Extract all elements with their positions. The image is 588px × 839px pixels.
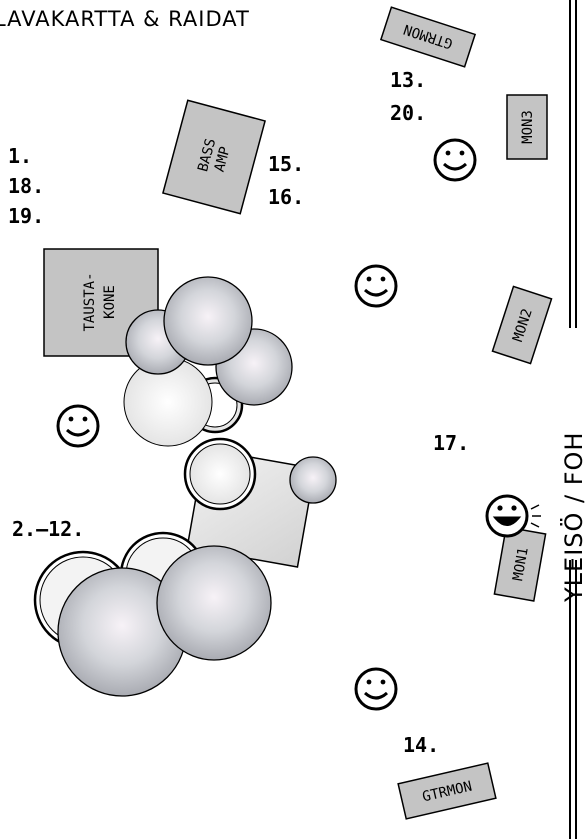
- bass-amp: BASS AMP: [162, 99, 266, 215]
- track-18: 18.: [8, 174, 44, 198]
- page-title: LAVAKARTTA & RAIDAT: [0, 7, 250, 31]
- drum-kit: [33, 276, 337, 697]
- mon3-wedge: MON3: [506, 94, 548, 160]
- backline-label-1: TAUSTA-: [82, 272, 98, 331]
- drummer-icon: [56, 404, 100, 448]
- mon3-label: MON3: [520, 110, 536, 144]
- audience-side: YLEISÖ / FOH: [559, 0, 588, 839]
- track-17: 17.: [433, 431, 469, 455]
- audience-foh-label: YLEISÖ / FOH: [559, 432, 588, 603]
- bass-amp-label-2: AMP: [212, 145, 234, 174]
- backline-label-2: KONE: [102, 285, 118, 319]
- track-2-12: 2.–12.: [12, 517, 84, 541]
- track-13: 13.: [390, 68, 426, 92]
- mon1-wedge: MON1: [493, 526, 547, 602]
- track-15: 15.: [268, 152, 304, 176]
- track-19: 19.: [8, 204, 44, 228]
- track-1: 1.: [8, 144, 32, 168]
- track-20: 20.: [390, 101, 426, 125]
- performer-3-icon: [354, 667, 398, 711]
- mon1-label: MON1: [510, 546, 532, 582]
- performer-1-icon: [433, 138, 477, 182]
- track-14: 14.: [403, 733, 439, 757]
- gtrmon-bottom: GTRMON: [397, 762, 497, 820]
- performer-2-icon: [354, 264, 398, 308]
- gtrmon-top: GTRMON: [379, 6, 477, 68]
- tom-rack: [163, 276, 253, 366]
- tom-small-riser: [289, 456, 337, 504]
- singer-icon: [485, 494, 541, 538]
- track-16: 16.: [268, 185, 304, 209]
- mon2-wedge: MON2: [491, 285, 553, 365]
- kick-drum-right: [156, 545, 272, 661]
